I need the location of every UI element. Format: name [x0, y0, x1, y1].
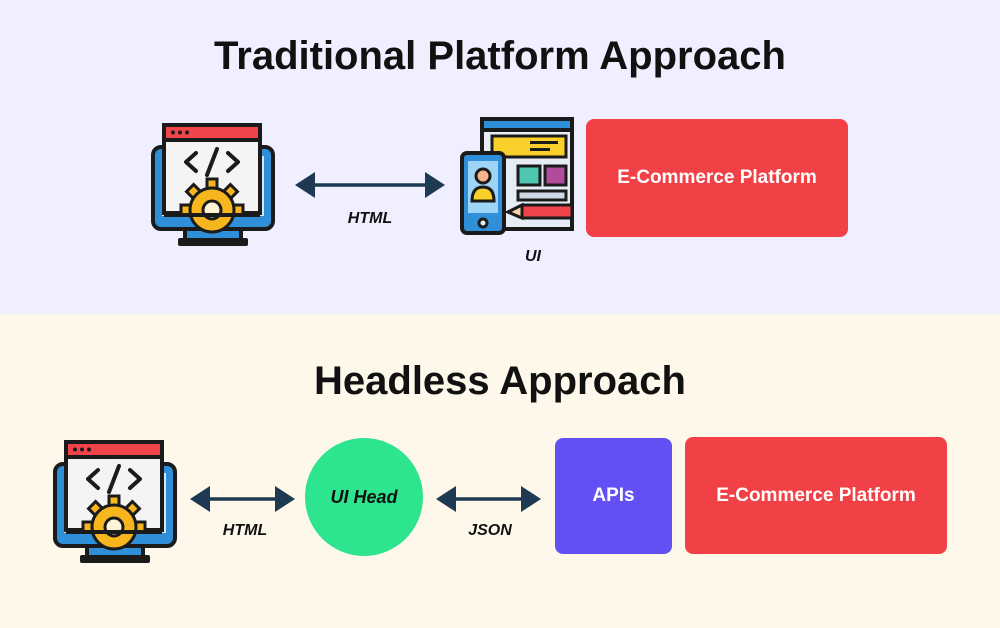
double-arrow-icon — [436, 486, 541, 512]
double-arrow-icon — [190, 486, 295, 512]
apis-label: APIs — [592, 485, 635, 506]
traditional-platform-box: E-Commerce Platform — [586, 119, 848, 237]
headless-platform-label: E-Commerce Platform — [716, 484, 916, 506]
ui-head-label: UI Head — [330, 486, 398, 507]
ui-design-icon — [460, 117, 575, 237]
developer-monitor-icon — [52, 439, 182, 567]
headless-platform-box: E-Commerce Platform — [685, 437, 947, 554]
ui-label: UI — [525, 248, 541, 265]
ui-head-circle: UI Head — [305, 438, 423, 556]
traditional-title: Traditional Platform Approach — [214, 34, 786, 78]
json-label: JSON — [468, 522, 512, 539]
traditional-platform-label: E-Commerce Platform — [617, 167, 817, 188]
traditional-html-label: HTML — [347, 210, 393, 227]
headless-html-label: HTML — [222, 522, 268, 539]
headless-title: Headless Approach — [314, 359, 686, 403]
developer-monitor-icon — [150, 122, 280, 250]
headless-section: Headless Approach HTML UI Head JSON APIs… — [0, 314, 1000, 628]
apis-box: APIs — [555, 438, 672, 554]
double-arrow-icon — [295, 170, 445, 200]
traditional-section: Traditional Platform Approach HTML UI E-… — [0, 0, 1000, 314]
